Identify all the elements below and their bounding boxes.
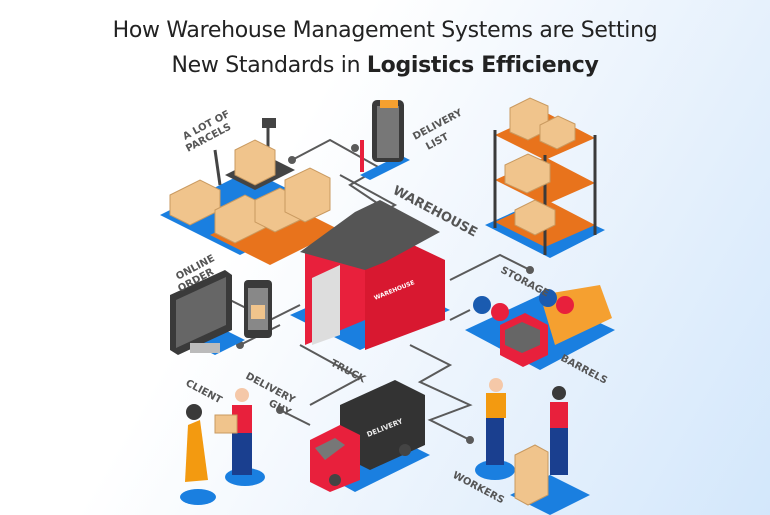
label-client: CLIENT <box>184 378 224 406</box>
headline-regular: New Standards in <box>171 53 367 78</box>
client-and-delivery-guy: CLIENT DELIVERY GUY <box>180 371 297 505</box>
label-barrels: BARRELS <box>559 353 609 387</box>
delivery-list-icon: DELIVERY LIST <box>360 100 465 180</box>
label-truck: TRUCK <box>329 358 369 386</box>
workers: WORKERS <box>451 378 590 515</box>
warehouse-building: WAREHOUSE <box>290 200 450 350</box>
parcels-area: A LOT OF PARCELS <box>160 109 340 265</box>
storage-shelving <box>485 97 605 258</box>
headline-line-2: New Standards in Logistics Efficiency <box>0 53 770 78</box>
label-storage: STORAGE <box>499 265 551 300</box>
headline-bold: Logistics Efficiency <box>366 53 599 78</box>
delivery-truck: DELIVERY TRUCK <box>310 358 430 492</box>
barrels-truck: STORAGE BARRELS <box>465 265 615 387</box>
online-order-devices: ONLINE ORDER <box>170 253 272 355</box>
headline-line-1: How Warehouse Management Systems are Set… <box>112 18 658 43</box>
